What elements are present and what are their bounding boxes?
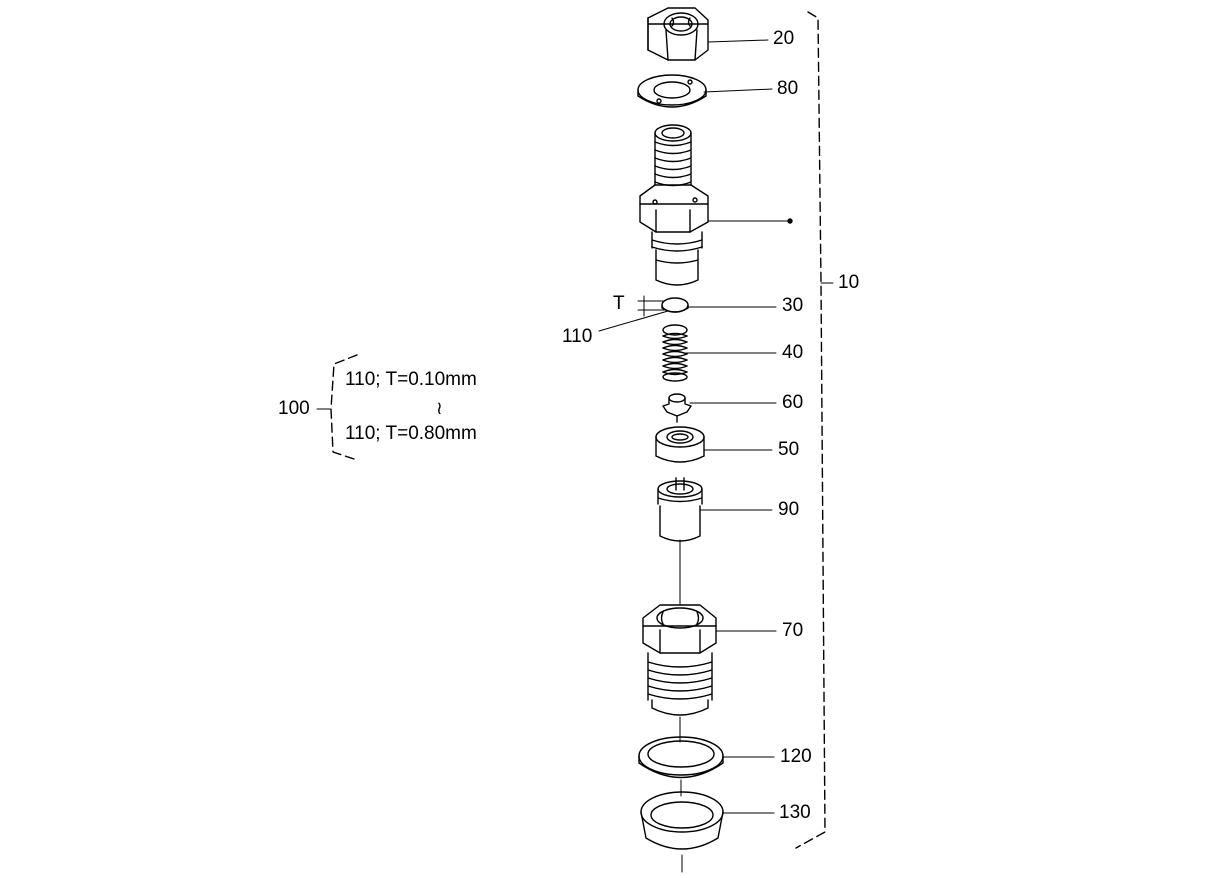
callout-80: 80: [777, 78, 799, 99]
callout-t: T: [613, 293, 625, 314]
callout-40: 40: [782, 342, 804, 363]
callout-70: 70: [782, 620, 804, 641]
part-90-nozzle: [657, 477, 703, 542]
callout-110: 110: [562, 326, 593, 347]
range-bracket-100: [330, 354, 358, 461]
callout-30: 30: [782, 295, 804, 316]
callout-90: 90: [778, 499, 800, 520]
range-group-id: 100: [278, 398, 310, 419]
part-30-shim: [637, 295, 689, 317]
part-10-valve-holder: [639, 124, 709, 286]
part-20-hex-nut: [647, 7, 709, 61]
part-80-washer-plate: [637, 74, 707, 108]
callout-20: 20: [773, 28, 795, 49]
range-mark: ≀: [436, 398, 443, 418]
range-last-note: 110; T=0.80mm: [345, 423, 477, 444]
part-40-spring: [662, 324, 688, 382]
leader-lines: [316, 39, 834, 814]
callout-10: 10: [838, 272, 860, 293]
callout-60: 60: [782, 392, 804, 413]
callout-50: 50: [778, 439, 800, 460]
part-130-sleeve: [640, 791, 724, 850]
callout-130: 130: [779, 802, 811, 823]
callout-120: 120: [780, 746, 812, 767]
part-60-valve: [662, 393, 692, 423]
center-axis: [679, 539, 683, 873]
assembly-bracket-10: [795, 11, 826, 849]
part-50-valve-seat: [655, 426, 705, 463]
range-first-note: 110; T=0.10mm: [345, 369, 477, 390]
part-70-retaining-nut: [642, 604, 717, 716]
part-120-gasket: [638, 736, 724, 779]
